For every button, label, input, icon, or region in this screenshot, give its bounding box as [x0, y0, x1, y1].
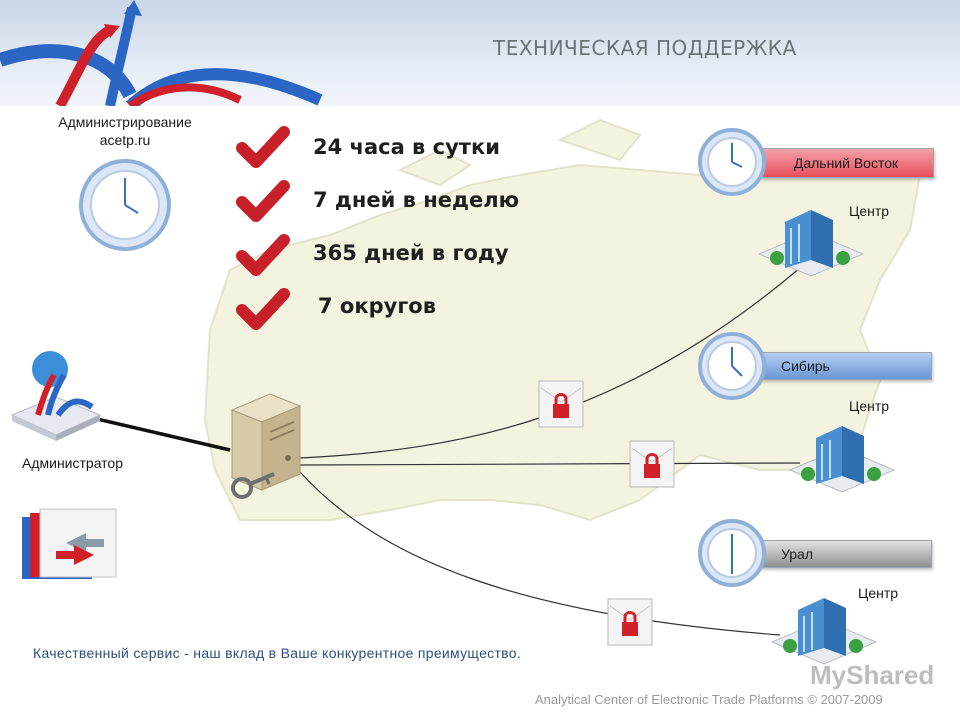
logo-swoosh-icon — [0, 0, 323, 106]
page-title: ТЕХНИЧЕСКАЯ ПОДДЕРЖКА — [493, 36, 797, 60]
admin-link-line — [79, 413, 231, 452]
center-label-ural: Центр — [858, 585, 899, 601]
feature-365days: 365 дней в году — [313, 241, 509, 265]
feature-7days: 7 дней в неделю — [313, 188, 520, 212]
feature-7districts: 7 округов — [318, 294, 437, 318]
footer-copyright: Analytical Center of Electronic Trade Pl… — [535, 692, 883, 707]
region-label-ural: Урал — [781, 546, 814, 562]
link-siberia — [299, 462, 801, 466]
secure-envelope-icon — [629, 440, 675, 488]
region-label-far-east: Дальний Восток — [793, 155, 899, 171]
region-bar-far-east: Дальний Восток — [758, 148, 934, 178]
link-ural — [299, 471, 781, 636]
admin-site-line2: acetp.ru — [99, 132, 151, 148]
building-icon — [770, 598, 878, 665]
watermark-logo: MyShared — [810, 660, 934, 691]
region-bar-ural: Урал — [760, 540, 932, 568]
feature-24h: 24 часа в сутки — [313, 135, 500, 159]
admin-label: Администратор — [22, 455, 124, 471]
clock-icon — [698, 332, 766, 400]
checkmarks — [236, 126, 290, 330]
clock-icon — [698, 519, 766, 587]
region-bar-siberia: Сибирь — [760, 352, 932, 380]
documents-exchange-icon — [22, 508, 117, 579]
building-icon — [757, 210, 865, 277]
secure-envelope-icon — [607, 598, 653, 646]
watermark-text: MyShared — [810, 660, 935, 690]
checkmark-icon — [236, 180, 290, 222]
checkmark-icon — [236, 126, 290, 168]
building-icon — [788, 426, 896, 493]
clock-icon — [79, 159, 171, 251]
checkmark-icon — [236, 234, 290, 276]
checkmark-icon — [236, 288, 290, 330]
admin-site-label: Администрирование acetp.ru — [40, 113, 210, 149]
slogan-text: Качественный сервис - наш вклад в Ваше к… — [33, 645, 522, 661]
center-label-far-east: Центр — [849, 203, 890, 219]
region-label-siberia: Сибирь — [781, 358, 830, 374]
server-key-icon — [230, 393, 302, 499]
admin-platform-icon — [10, 351, 102, 441]
center-label-siberia: Центр — [849, 398, 890, 414]
clock-icon — [698, 128, 766, 196]
admin-site-line1: Администрирование — [58, 114, 192, 130]
secure-envelope-icon — [538, 380, 584, 428]
russia-map-shape — [203, 118, 922, 522]
header-band: ТЕХНИЧЕСКАЯ ПОДДЕРЖКА — [0, 0, 960, 106]
